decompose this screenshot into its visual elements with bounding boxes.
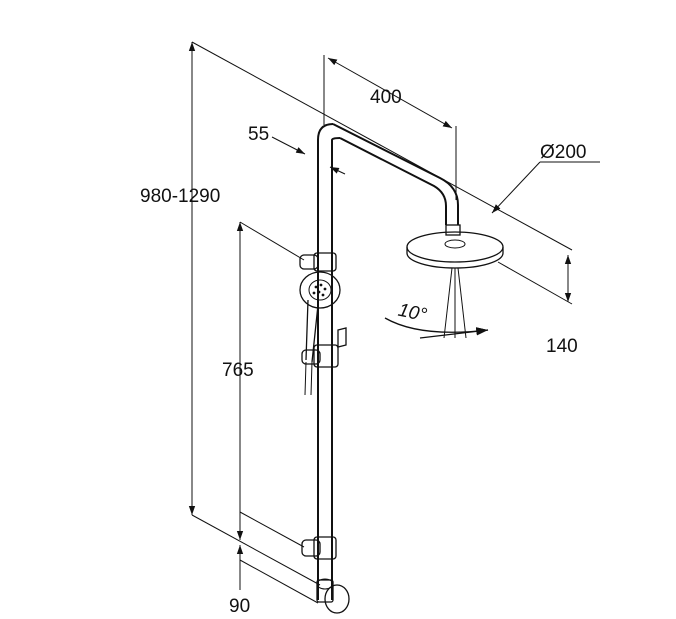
- label-head-drop: 140: [546, 336, 578, 357]
- dimension-rail-length: [236, 221, 305, 548]
- dimension-offset: [271, 136, 346, 175]
- label-total-height: 980-1290: [140, 186, 220, 207]
- dimension-arm-length: [323, 55, 457, 200]
- label-head-diameter: Ø200: [540, 142, 586, 163]
- dimension-diameter-leader: [491, 161, 600, 214]
- shower-hose: [304, 361, 313, 396]
- label-rail-length: 765: [222, 360, 254, 381]
- label-bottom-offset: 90: [229, 596, 250, 617]
- wall-bracket-bottom: [301, 536, 337, 560]
- spray-cone: [443, 267, 467, 339]
- slider-holder-lower: [301, 327, 347, 368]
- overhead-shower-head: [406, 224, 504, 269]
- dimension-bottom-offset: [236, 545, 319, 604]
- dimension-total-height: [188, 41, 573, 586]
- riser-pipe: [317, 123, 341, 600]
- hand-shower: [299, 271, 341, 363]
- slider-holder-upper: [299, 252, 337, 272]
- label-offset: 55: [248, 124, 269, 145]
- diverter-valve: [316, 578, 350, 614]
- label-arm-length: 400: [370, 87, 402, 108]
- tilt-angle-arc: [384, 317, 489, 339]
- dimension-head-drop: [497, 255, 573, 305]
- shower-arm: [332, 123, 459, 225]
- label-tilt-angle: 10°: [396, 300, 429, 327]
